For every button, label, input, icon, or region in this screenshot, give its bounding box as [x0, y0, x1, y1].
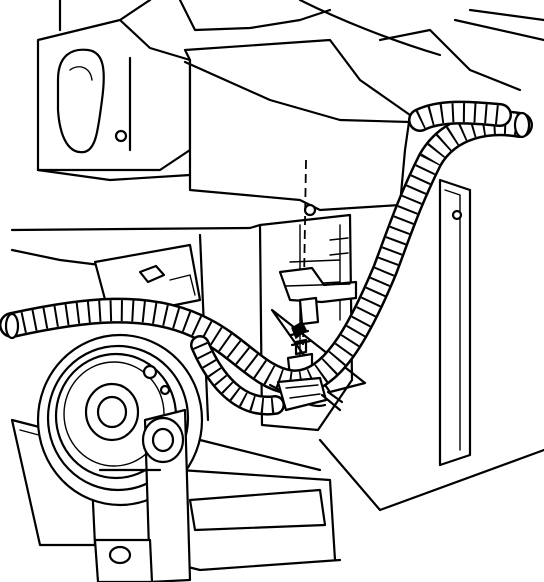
wiring-harness — [0, 100, 533, 416]
engine-block — [36, 0, 332, 182]
pulley — [10, 333, 204, 582]
harness-clip — [278, 266, 358, 326]
